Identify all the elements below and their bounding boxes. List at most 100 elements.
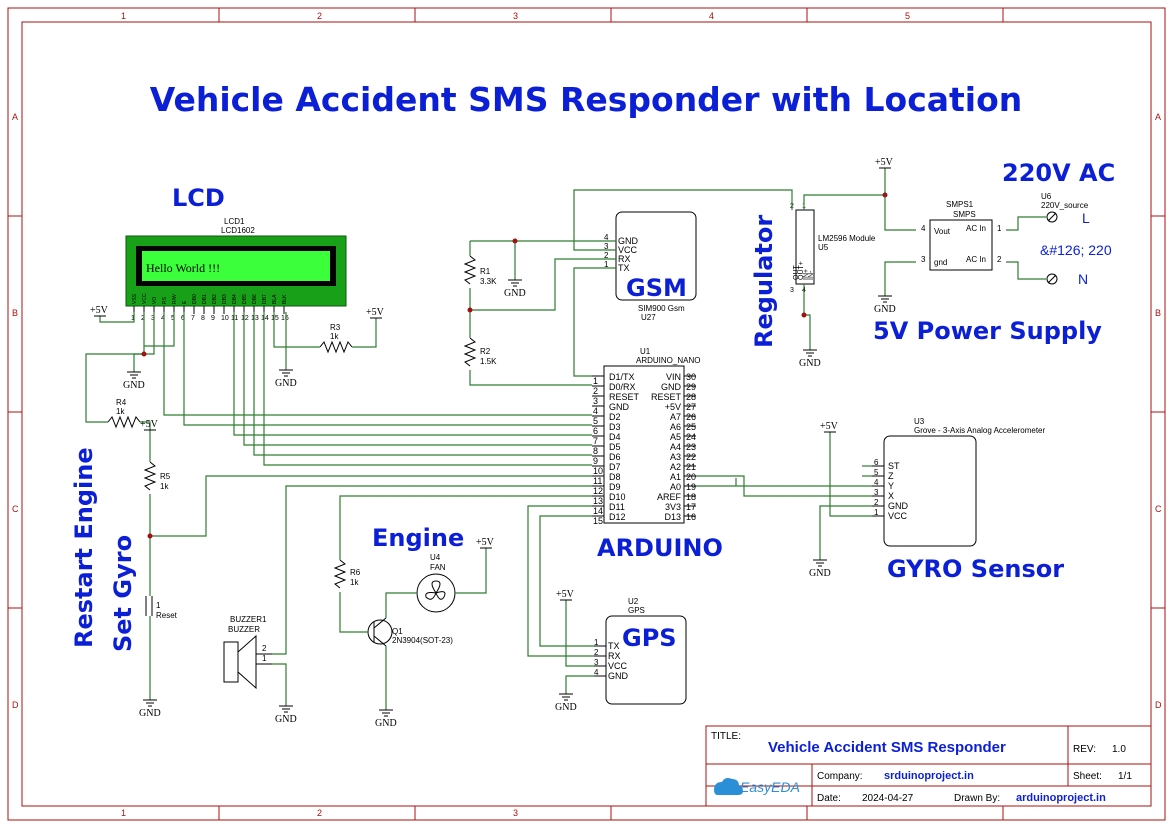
- date-label: Date:: [817, 793, 841, 804]
- resistor-r3-icon: [319, 340, 353, 354]
- ground-label: GND: [809, 568, 831, 579]
- arduino-pin-num: 22: [686, 452, 696, 462]
- sheet-label: Sheet:: [1073, 771, 1102, 782]
- regulator-box: [795, 209, 815, 285]
- arduino-pin-name: 3V3: [665, 502, 681, 512]
- arduino-pin-num: 5: [593, 416, 598, 426]
- company-value: srduinoproject.in: [884, 770, 974, 782]
- ground-symbol-icon: [803, 349, 817, 357]
- gsm-pin-num: 1: [604, 260, 609, 269]
- lcd-pin-num: 8: [201, 315, 205, 322]
- gps-pin-num: 2: [594, 648, 599, 657]
- regulator-name: LM2596 Module: [818, 234, 876, 243]
- smps-box: [929, 219, 993, 271]
- r5-ref: R5: [160, 472, 171, 481]
- smps-ref: SMPS1: [946, 200, 974, 209]
- gps-pin-num: 4: [594, 668, 599, 677]
- ground-symbol-icon: [559, 693, 573, 701]
- regulator-pin-name: IN-: [808, 270, 815, 280]
- resistor-r4-icon: [107, 415, 141, 429]
- lcd-pin-num: 7: [191, 315, 195, 322]
- gyro-pin-num: 3: [874, 488, 879, 497]
- lcd-pin-name: DB0: [192, 294, 198, 304]
- easyeda-logo-icon: [714, 778, 743, 795]
- arduino-pin-num: 28: [686, 392, 696, 402]
- arduino-pin-num: 23: [686, 442, 696, 452]
- gps-pin-num: 3: [594, 658, 599, 667]
- lcd-pin-name: DB4: [232, 294, 238, 304]
- arduino-pin-name: D11: [609, 502, 625, 512]
- arduino-pin-name: D1/TX: [609, 372, 635, 382]
- row-label: C: [12, 504, 19, 514]
- ac-l-label: L: [1082, 210, 1090, 226]
- easyeda-brand: EasyEDA: [740, 779, 800, 795]
- col-label: 1: [121, 11, 126, 21]
- arduino-pin-num: 18: [686, 492, 696, 502]
- arduino-pin-name: +5V: [665, 402, 681, 412]
- drawn-label: Drawn By:: [954, 793, 1000, 804]
- resistor-r2-icon: [463, 337, 477, 367]
- r3-ref: R3: [330, 323, 341, 332]
- arduino-pin-num: 27: [686, 402, 696, 412]
- ground-label: GND: [874, 304, 896, 315]
- regulator-pin-name: OUT+: [798, 261, 805, 280]
- arduino-pin-name: RESET: [609, 392, 640, 402]
- set-gyro-heading: Set Gyro: [109, 535, 137, 652]
- sheet-value: 1/1: [1118, 771, 1132, 782]
- arduino-pin-num: 26: [686, 412, 696, 422]
- col-label: 5: [905, 11, 910, 21]
- ground-label: GND: [555, 702, 577, 713]
- lcd-pin-num: 1: [131, 315, 135, 322]
- row-label: D: [12, 700, 19, 710]
- gyro-pin-name: GND: [888, 501, 909, 511]
- arduino-nano-box: [603, 365, 685, 524]
- gsm-model: SIM900 Gsm: [638, 304, 685, 313]
- arduino-pin-num: 17: [686, 502, 696, 512]
- lcd-pin-name: DB1: [202, 294, 208, 304]
- smps-part: SMPS: [953, 210, 976, 219]
- ground-label: GND: [139, 708, 161, 719]
- buzzer-pin-num: 2: [262, 644, 267, 653]
- arduino-pin-name: D8: [609, 472, 621, 482]
- gyro-pin-num: 5: [874, 468, 879, 477]
- regulator-pin-num: 3: [790, 287, 794, 294]
- r1-ref: R1: [480, 267, 491, 276]
- col-label: 2: [317, 11, 322, 21]
- outer-frame: [7, 7, 1166, 821]
- lcd-pin-num: 11: [231, 315, 238, 322]
- gyro-pin-num: 6: [874, 458, 879, 467]
- gsm-pin-name: RX: [618, 254, 631, 264]
- lcd-pin-num: 13: [251, 315, 259, 322]
- arduino-pin-num: 13: [593, 496, 603, 506]
- gps-pin-name: TX: [608, 641, 620, 651]
- gsm-module-box: [615, 211, 697, 301]
- arduino-pin-name: A6: [670, 422, 681, 432]
- arduino-pin-num: 25: [686, 422, 696, 432]
- vcc-label: +5V: [476, 537, 495, 548]
- arduino-pin-name: A2: [670, 462, 681, 472]
- ground-symbol-icon: [508, 279, 522, 287]
- smps-acin1-label: AC In: [966, 224, 986, 233]
- column-dividers: [8, 8, 1165, 820]
- company-label: Company:: [817, 771, 863, 782]
- col-label: 1: [121, 808, 126, 818]
- row-label: A: [1155, 112, 1161, 122]
- ground-label: GND: [375, 718, 397, 729]
- gps-pin-num: 1: [594, 638, 599, 647]
- regulator-ref: U5: [818, 243, 829, 252]
- lcd-pin-num: 14: [261, 315, 269, 322]
- col-label: 3: [513, 11, 518, 21]
- ac-n-label: N: [1078, 271, 1088, 287]
- r6-ref: R6: [350, 568, 361, 577]
- gyro-pin-name: X: [888, 491, 894, 501]
- inner-frame: [21, 21, 1152, 807]
- title-label: TITLE:: [711, 731, 741, 742]
- arduino-pin-name: VIN: [666, 372, 681, 382]
- fan-blades: [425, 580, 446, 600]
- regulator-heading: Regulator: [750, 215, 778, 348]
- engine-heading: Engine: [372, 524, 464, 552]
